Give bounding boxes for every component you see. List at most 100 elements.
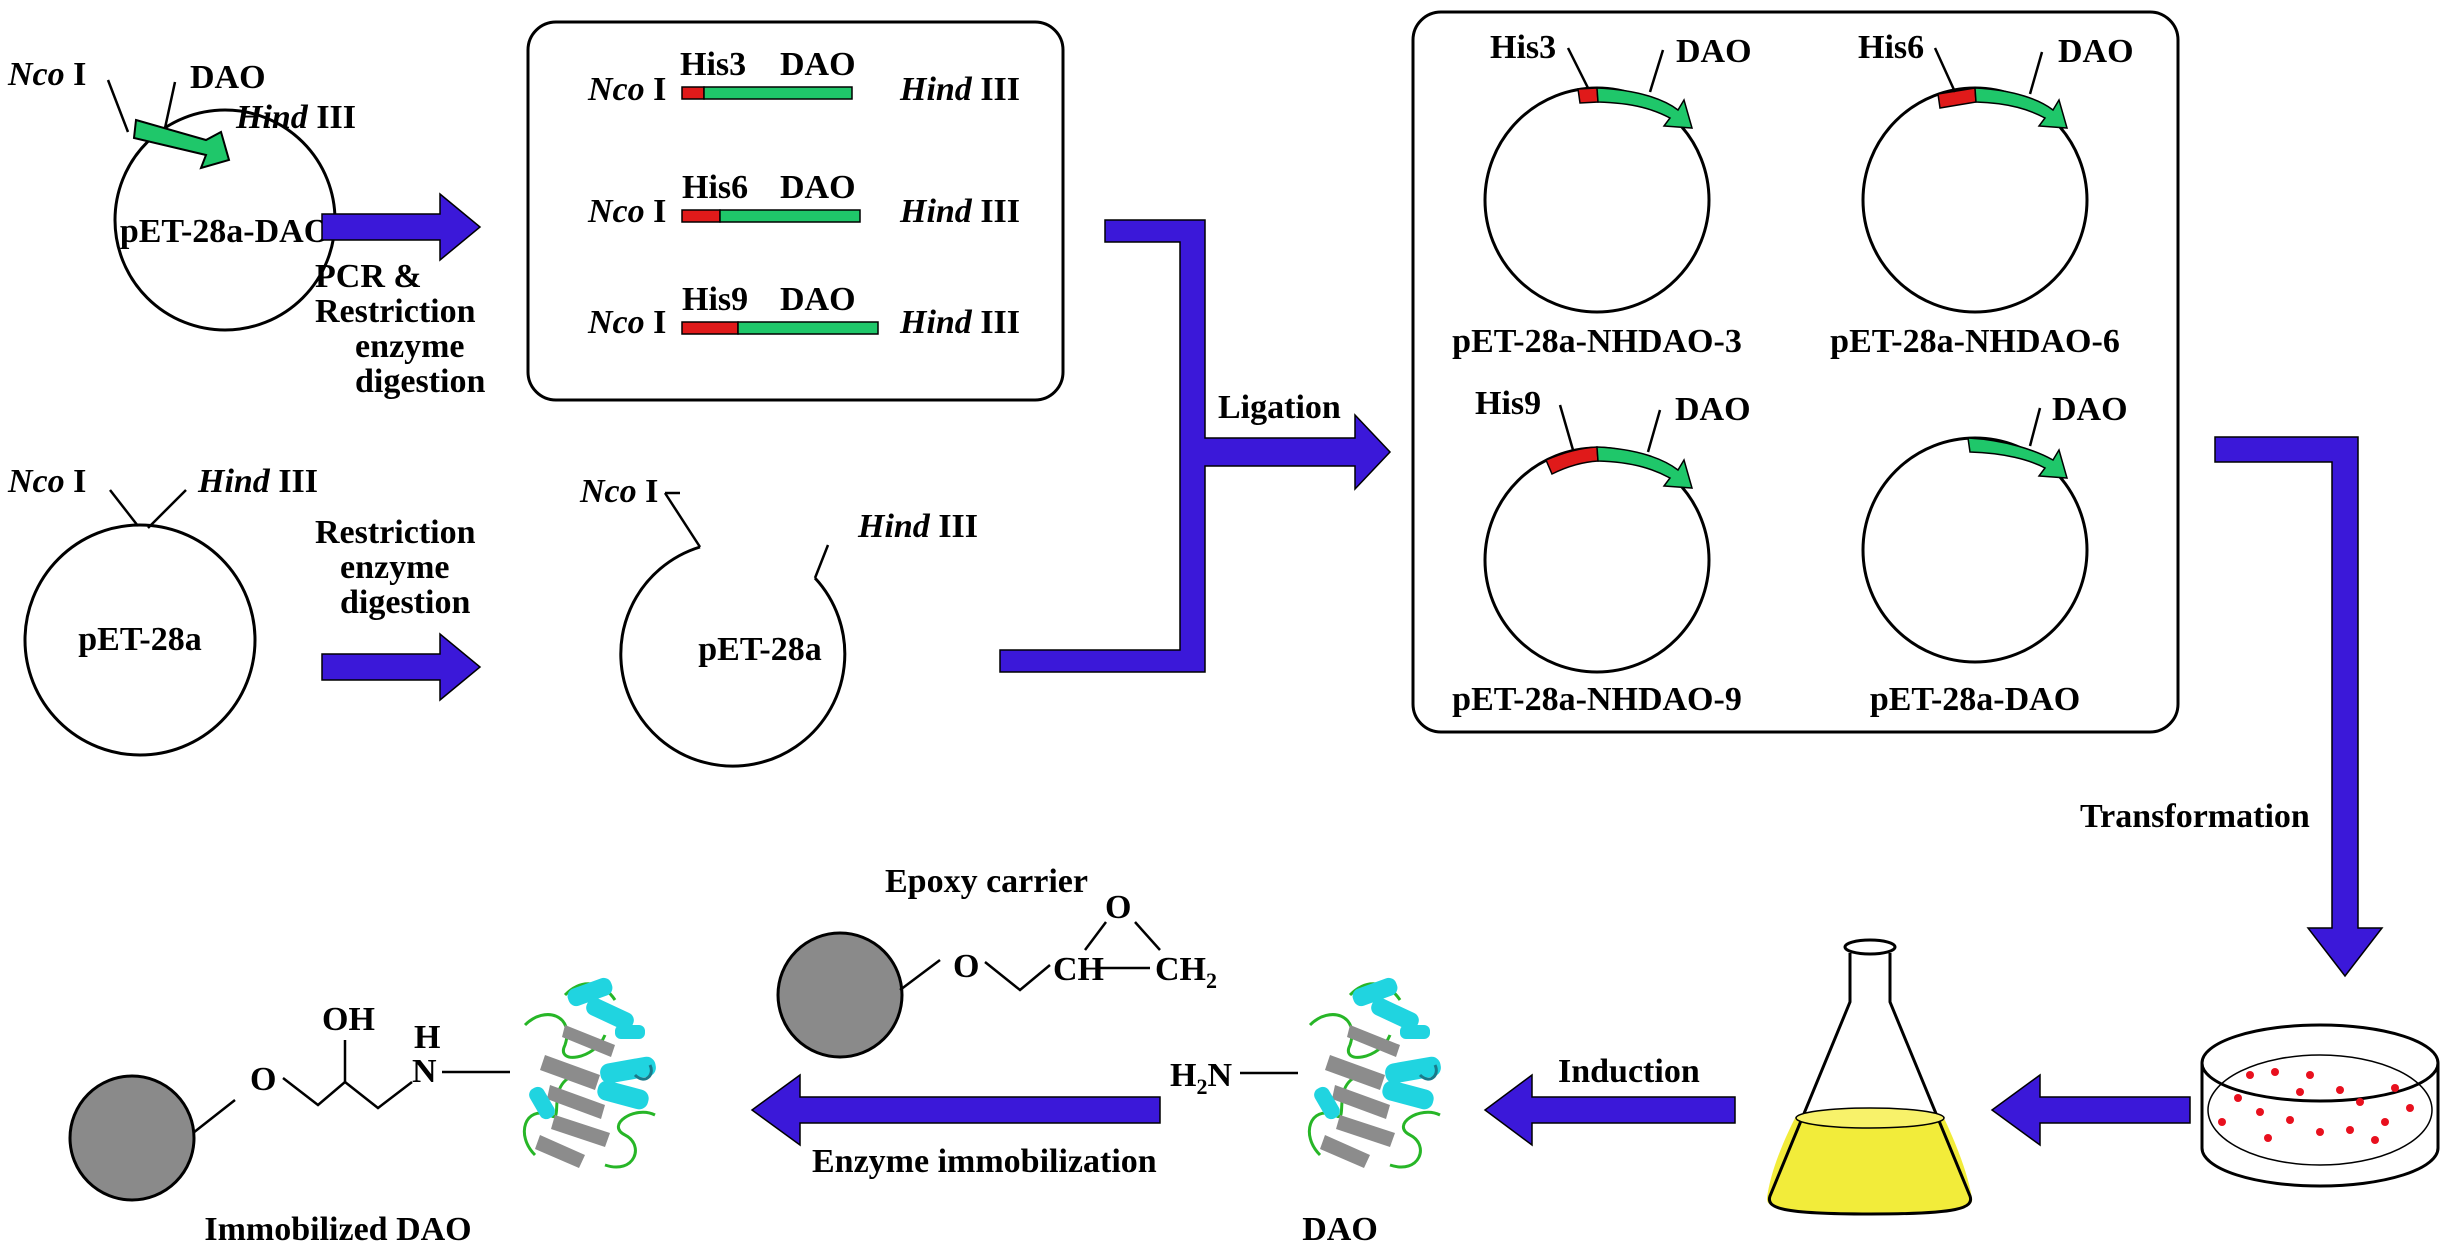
ncoi-site-line <box>663 492 702 548</box>
restriction-step-label: Restriction enzyme digestion <box>315 514 476 621</box>
ncoi-site-line <box>106 79 130 133</box>
ncoi-label: Nco I <box>587 304 666 341</box>
pcr-step-label: PCR & Restriction enzyme digestion <box>315 258 485 400</box>
pcr-line-4: digestion <box>355 363 485 400</box>
immobilization-label: Enzyme immobilization <box>812 1143 1157 1180</box>
ligation-label: Ligation <box>1218 389 1341 426</box>
left-arrow-induction <box>1483 1073 1736 1147</box>
hindiii-site-line <box>147 489 187 529</box>
epoxy-bead-icon <box>68 1074 196 1202</box>
construct-nhdao-3: His3 DAO pET-28a-NHDAO-3 <box>1452 29 1751 360</box>
dao-label: DAO <box>780 169 856 206</box>
plasmid-name: pET-28a <box>698 631 821 668</box>
construct-name: pET-28a-NHDAO-6 <box>1830 323 2120 360</box>
forward-arrow-pcr <box>321 192 482 262</box>
epoxide-ch: CH <box>1053 951 1104 988</box>
dao-label: DAO <box>2052 391 2128 428</box>
epoxide-oxygen: O <box>1105 889 1131 926</box>
his-tag-label: His9 <box>682 281 748 318</box>
construct-nhdao-6: His6 DAO pET-28a-NHDAO-6 <box>1830 29 2133 360</box>
forward-arrow-restriction <box>321 632 482 702</box>
ether-oxygen: O <box>250 1061 276 1098</box>
dao-gene-arrow <box>1967 437 2069 479</box>
dao-label: DAO <box>780 46 856 83</box>
petri-dish-icon <box>2200 1023 2440 1188</box>
constructs-box: His3 DAO pET-28a-NHDAO-3 His6 DAO pET-28… <box>1411 10 2180 734</box>
plasmid-name: pET-28a <box>78 621 201 658</box>
amine-group: H2N <box>1170 1057 1232 1099</box>
plasmid-pet28a: Nco I Hind III pET-28a <box>7 463 318 757</box>
left-arrow-to-flask <box>1990 1073 2191 1147</box>
his-tag-segment <box>1545 446 1599 476</box>
hindiii-label: Hind III <box>899 193 1020 230</box>
hydroxyl-group: OH <box>322 1001 375 1038</box>
open-plasmid-circle <box>619 545 847 768</box>
hindiii-site-label: Hind III <box>235 99 356 136</box>
protein-structure-icon <box>1307 974 1444 1170</box>
transformation-label: Transformation <box>2080 798 2310 835</box>
plasmid-pet28a-dao: Nco I DAO Hind III pET-28a-DAO <box>7 56 356 332</box>
construct-name: pET-28a-DAO <box>1870 681 2080 718</box>
fragment-his6: Nco I His6 DAO Hind III <box>587 169 1020 230</box>
dao-gene-arrow <box>1596 87 1694 129</box>
fragments-box: Nco I His3 DAO Hind III Nco I His6 DAO H… <box>526 20 1065 402</box>
hindiii-site-line <box>813 544 830 579</box>
ncoi-site-label: Nco I <box>7 56 86 93</box>
flask-icon <box>1766 938 1973 1216</box>
down-arrow-transformation <box>2214 436 2384 978</box>
ncoi-label: Nco I <box>587 71 666 108</box>
ncoi-site-line <box>109 489 139 527</box>
immobilized-dao: O OH H N Immobilized DAO <box>68 974 659 1248</box>
restriction-line-1: Restriction <box>315 514 476 551</box>
restriction-line-3: digestion <box>340 584 470 621</box>
hindiii-label: Hind III <box>899 304 1020 341</box>
dao-label: DAO <box>1675 391 1751 428</box>
epoxide-ch2: CH2 <box>1155 951 1217 993</box>
hindiii-site-label: Hind III <box>857 508 978 545</box>
construct-pet28a-dao: DAO pET-28a-DAO <box>1861 391 2128 718</box>
ncoi-site-label: Nco I <box>7 463 86 500</box>
pcr-line-2: Restriction <box>315 293 476 330</box>
ncoi-site-label: Nco I <box>579 473 658 510</box>
construct-nhdao-9: His9 DAO pET-28a-NHDAO-9 <box>1452 385 1750 718</box>
plasmid-name: pET-28a-DAO <box>120 213 330 250</box>
dao-label: DAO <box>1302 1211 1378 1248</box>
his-tag-segment <box>1577 87 1599 104</box>
dao-gene-arrow <box>132 118 231 170</box>
dao-gene-arrow <box>1974 87 2069 129</box>
dao-label: DAO <box>780 281 856 318</box>
fragment-his3: Nco I His3 DAO Hind III <box>587 46 1020 108</box>
pcr-line-3: enzyme <box>355 328 465 365</box>
his-tag-label: His9 <box>1475 385 1541 422</box>
amine-h: H <box>414 1019 440 1056</box>
induction-label: Induction <box>1558 1053 1700 1090</box>
pcr-line-1: PCR & <box>315 258 422 295</box>
amine-n: N <box>412 1053 437 1090</box>
hindiii-site-label: Hind III <box>197 463 318 500</box>
his-tag-label: His6 <box>1858 29 1924 66</box>
dao-label: DAO <box>2058 33 2134 70</box>
elbow-arrow-ligation <box>999 219 1392 673</box>
ncoi-label: Nco I <box>587 193 666 230</box>
his-tag-label: His3 <box>680 46 746 83</box>
construct-name: pET-28a-NHDAO-3 <box>1452 323 1742 360</box>
his-tag-label: His3 <box>1490 29 1556 66</box>
epoxy-bead-icon <box>776 931 904 1059</box>
epoxy-carrier: Epoxy carrier O CH CH2 O <box>776 863 1217 1059</box>
dao-label: DAO <box>1676 33 1752 70</box>
his-tag-label: His6 <box>682 169 748 206</box>
left-arrow-immobilization <box>750 1073 1161 1147</box>
fragment-his9: Nco I His9 DAO Hind III <box>587 281 1020 341</box>
dao-gene-arrow <box>1596 446 1694 489</box>
construct-name: pET-28a-NHDAO-9 <box>1452 681 1742 718</box>
protein-structure-icon <box>522 974 659 1170</box>
dao-protein: H2N DAO <box>1170 974 1444 1248</box>
dao-label-line <box>163 81 177 129</box>
plasmid-circle <box>23 523 257 757</box>
restriction-line-2: enzyme <box>340 549 450 586</box>
immobilized-dao-label: Immobilized DAO <box>204 1211 471 1248</box>
bacterial-colonies <box>2218 1068 2414 1144</box>
hindiii-label: Hind III <box>899 71 1020 108</box>
dao-gene-label: DAO <box>190 59 266 96</box>
